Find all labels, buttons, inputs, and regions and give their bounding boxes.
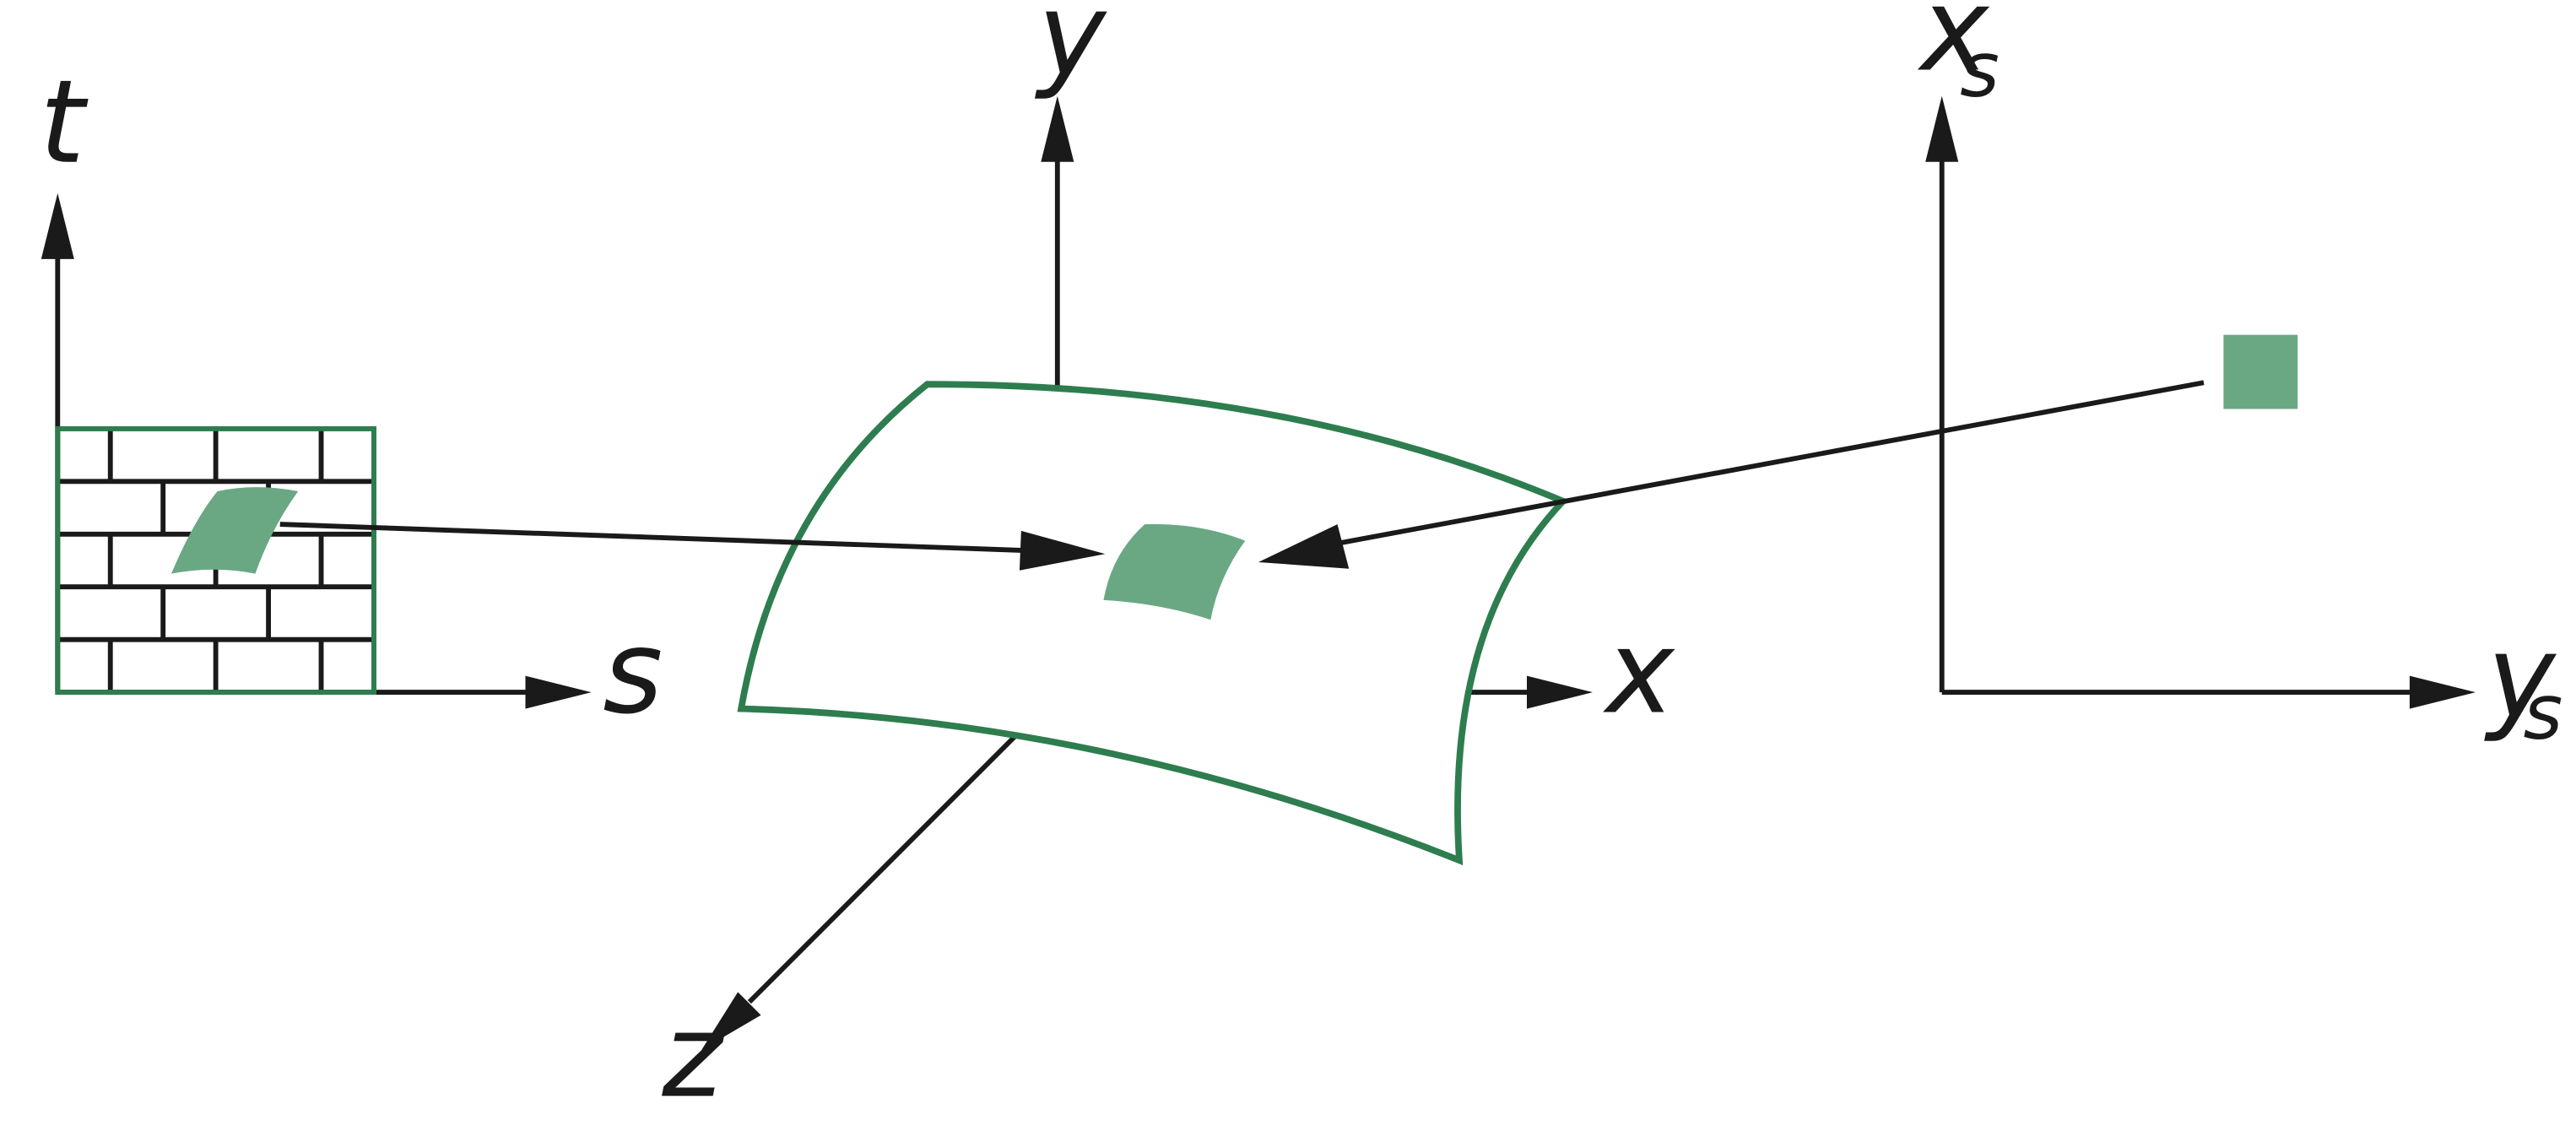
texture-t-label: t [40, 56, 89, 190]
texture-to-surface-arrow [279, 522, 1030, 554]
texture-patch [170, 487, 299, 574]
mapping-arrows [279, 380, 2205, 571]
curved-surface [737, 381, 1569, 866]
object-y-label: y [1034, 0, 1107, 102]
screen-xs-label: x [1917, 0, 1989, 97]
object-y-axis-arrowhead [1041, 95, 1074, 162]
object-z-axis-arrowhead [701, 992, 761, 1050]
pixel-to-surface-arrow [1334, 380, 2205, 547]
texture-to-surface-arrowhead [1019, 530, 1106, 571]
object-space: y x z [661, 0, 1675, 1121]
screen-space: x s y s [1917, 0, 2562, 757]
screen-ys-axis-arrowhead [2409, 675, 2476, 709]
screen-pixel [2223, 334, 2298, 409]
screen-xs-subscript: s [1960, 27, 2000, 115]
object-x-axis-arrowhead [1526, 675, 1594, 709]
pixel-to-surface-arrowhead [1258, 524, 1350, 569]
texture-s-label: s [603, 606, 663, 740]
screen-xs-axis-arrowhead [1925, 95, 1959, 162]
texture-space: t s [40, 56, 663, 740]
screen-ys-label: y [2484, 610, 2557, 745]
surface-patch [1103, 523, 1246, 620]
texture-t-axis-arrowhead [41, 192, 74, 259]
object-z-label: z [661, 989, 725, 1121]
screen-ys-subscript: s [2524, 669, 2563, 757]
object-x-label: x [1603, 606, 1675, 740]
object-z-axis [747, 733, 1019, 1005]
texture-s-axis-arrowhead [525, 675, 592, 709]
